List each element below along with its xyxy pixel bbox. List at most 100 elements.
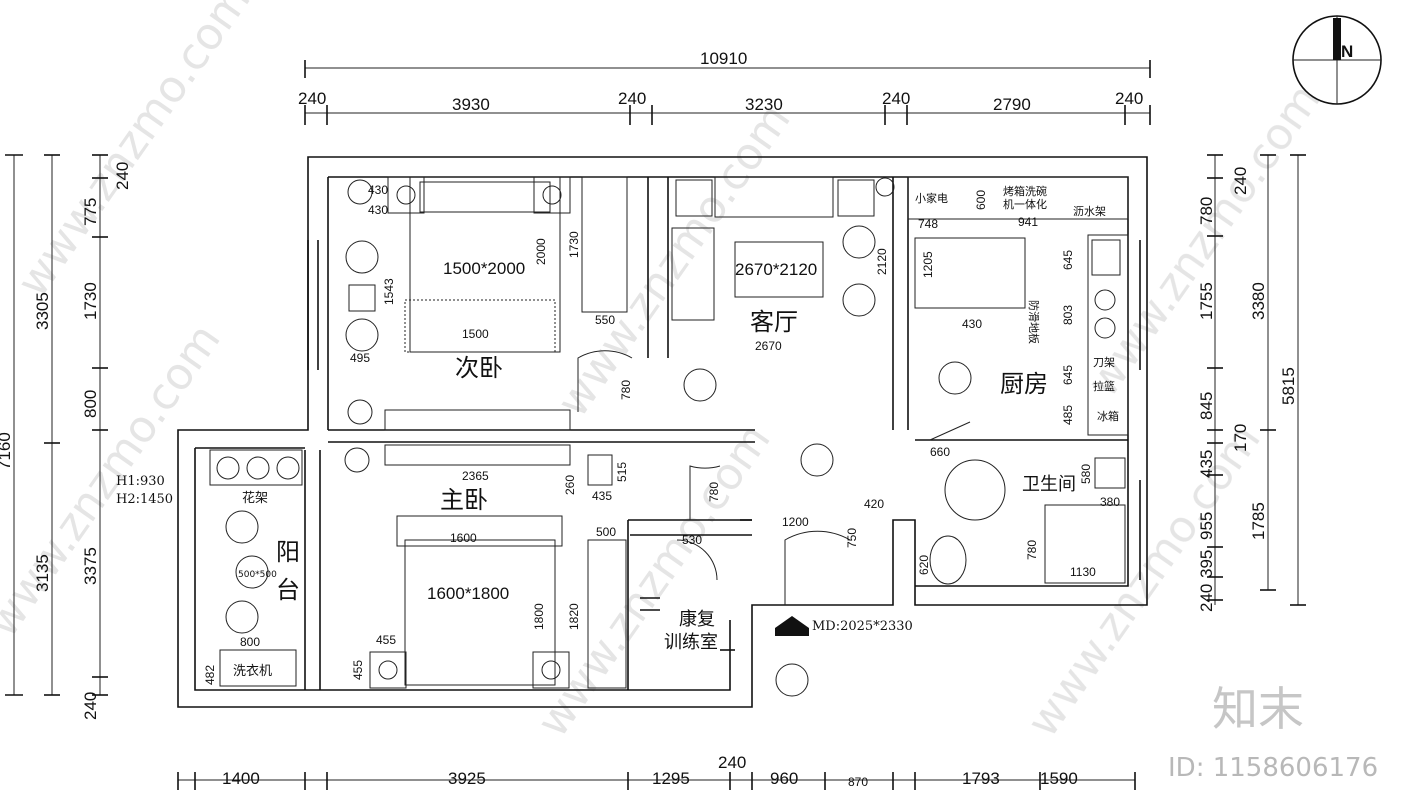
counter [1087,234,1129,436]
room-labels: 次卧 客厅 厨房 主卧 卫生间 阳 台 康复 训练室 [276,308,1076,653]
rug [734,241,824,298]
rug-size: 2670*2120 [735,260,817,279]
appliance-label: 小家电 [915,191,948,205]
dim-inner: 750 [845,528,859,548]
dim-inner: 500 [596,525,616,539]
flower-rack [209,449,303,486]
room-label-rehab: 训练室 [664,632,718,653]
brand-watermark: 知末 ID: 1158606176 [1168,682,1378,783]
door-label: MD:2025*2330 [812,619,913,634]
dim-inner: 1130 [1070,565,1096,579]
dim-inner: 2365 [462,469,489,483]
plant-icon [276,456,300,480]
dim-inner: 645 [1061,250,1075,270]
room-label-balcony: 台 [276,576,300,604]
room-label-kitchen: 厨房 [1000,370,1048,398]
room-label-master: 主卧 [440,486,488,514]
plant-icon [875,177,895,197]
person-icon [938,361,972,395]
master-bed [404,539,556,686]
wardrobe [587,539,627,689]
plant-icon [347,179,373,205]
inner-dims: 430 430 2000 1730 1543 495 1500 550 2670… [203,183,1120,685]
plant-icon [347,399,373,425]
counter [907,176,1129,220]
dims-left: 7160 3305 3135 240 775 1730 800 3375 240 [0,154,132,720]
door-entrance [784,530,851,605]
door-kitchen [929,421,971,441]
dim-bottom-seg: 960 [770,769,798,788]
dim-inner: 482 [203,665,217,685]
dim-inner: 780 [1025,540,1039,560]
plant-icon [344,447,370,473]
flower-rack-label: 花架 [242,490,268,506]
chair-icon [842,283,876,317]
dim-inner: 1500 [462,327,489,341]
sofa-icon [714,176,834,218]
dim-bottom-seg: 870 [848,775,868,789]
person-icon [683,368,717,402]
dims-top: 10910 240 3930 240 3230 240 2790 240 [298,49,1151,125]
dim-inner: 435 [592,489,612,503]
compass-label: N [1341,42,1353,61]
plant-icon [216,456,240,480]
washer-label: 洗衣机 [233,663,272,679]
dim-left-outer: 3135 [33,554,52,592]
dim-inner: 530 [682,533,702,547]
dim-top-total: 10910 [700,49,747,68]
doors [577,350,971,605]
living-furniture: 2670*2120 [671,176,895,321]
chair-icon [225,600,259,634]
oven-label: 烤箱洗碗 [1003,184,1047,198]
master-bed-size: 1600*1800 [427,584,509,603]
shower [1044,504,1126,584]
dim-right-inner: 955 [1197,512,1216,540]
dim-top-seg: 240 [298,89,326,108]
toilet-icon [929,535,967,585]
entrance-arrow-icon [775,616,809,636]
balcony-furniture: 500*500 花架 洗衣机 H1:930 H2:1450 [116,449,303,687]
door-rehab [676,539,718,581]
dim-inner: 780 [619,380,633,400]
dim-inner: 800 [240,635,260,649]
dim-inner: 2000 [534,238,548,265]
rehab-furniture [640,597,735,651]
dim-bottom-seg: 1295 [652,769,690,788]
room-label-bedroom2: 次卧 [455,354,503,382]
dim-inner: 485 [1061,405,1075,425]
room-label-balcony: 阳 [276,538,300,566]
dim-inner: 645 [1061,365,1075,385]
nightstand-icon [532,651,570,689]
dims-bottom: 1400 3925 1295 960 870 1793 1590 240 [177,753,1136,790]
bed2-size: 1500*2000 [443,259,525,278]
compass: N [1292,15,1382,105]
door-master [689,465,721,520]
dim-right-inner: 240 [1231,167,1250,195]
dim-top-seg: 3930 [452,95,490,114]
chair-icon [345,240,379,274]
dim-inner: 2120 [875,248,889,275]
person-icon [800,443,834,477]
nightstand-icon [369,651,407,689]
chair-icon [587,454,613,486]
wardrobe [581,176,628,313]
basket-label: 拉篮 [1093,379,1115,393]
dim-left-inner: 800 [81,390,100,418]
drain-rack-label: 沥水架 [1073,205,1106,218]
chair-icon [842,225,876,259]
knife-rack-label: 刀架 [1093,356,1115,369]
dim-right-outer: 3380 [1249,282,1268,320]
dims-right: 240 780 1755 845 170 435 955 395 240 338… [1197,154,1306,612]
tv-cabinet [384,444,571,466]
dim-right-inner: 845 [1197,392,1216,420]
dim-inner: 1205 [921,251,935,278]
dim-top-seg: 2790 [993,95,1031,114]
dim-left-inner: 1730 [81,282,100,320]
dim-inner: 1730 [567,231,581,258]
dim-bottom-seg: 1793 [962,769,1000,788]
dim-inner: 660 [930,445,950,459]
plant-icon [246,456,270,480]
dim-left-total: 7160 [0,432,14,470]
watermark-site: www.znzmo.com [1077,75,1330,406]
dim-inner: 430 [368,203,388,217]
